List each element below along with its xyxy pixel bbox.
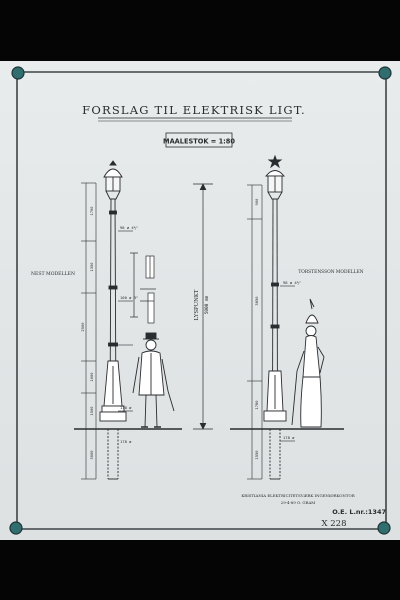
corner-tack-top-right <box>378 66 392 80</box>
center-height-label: LYSPUNKT <box>194 289 200 320</box>
dim-left-3: 2500 <box>80 322 85 332</box>
corner-tacks <box>9 66 392 535</box>
dim-left-1: 1700 <box>89 206 94 216</box>
corner-tack-bottom-left <box>9 521 23 535</box>
figure-lady-right <box>291 298 325 428</box>
drawing-title: FORSLAG TIL ELEKTRISK LIGT. <box>82 103 306 117</box>
technical-drawing: FORSLAG TIL ELEKTRISK LIGT. MAALESTOK = … <box>9 66 392 535</box>
office-line-2: 29-4-89 O. GRAM <box>281 500 316 505</box>
dim-left-2: 1350 <box>89 262 94 272</box>
center-height-dimension <box>193 183 213 430</box>
detail-section <box>130 252 156 324</box>
spec-right-2: 178 ø <box>283 435 295 440</box>
spec-left-2: 100 ø 3" <box>120 295 138 300</box>
dimensions-left <box>81 182 133 480</box>
spec-left-1: 98 ø 4½" <box>120 225 138 230</box>
dim-left-6: 3000 <box>89 450 94 460</box>
scale-box <box>165 132 233 148</box>
dim-right-4: 1550 <box>254 450 259 460</box>
office-line-1: KRISTIANIA ELEKTRICITETSVÆRK INGENIØRKON… <box>241 493 355 498</box>
spec-right-1: 98 ø 4½" <box>283 280 301 285</box>
left-model-label: NEST MODELLEN <box>31 271 75 277</box>
drawing-sheet: FORSLAG TIL ELEKTRISK LIGT. MAALESTOK = … <box>0 61 400 540</box>
dim-left-5: 1500 <box>89 406 94 416</box>
corner-tack-bottom-right <box>377 521 391 535</box>
archive-number: O.E. L.nr.:1347 <box>332 508 386 516</box>
figure-gentleman-left <box>132 332 175 428</box>
corner-tack-top-left <box>11 66 25 80</box>
spec-left-4: 178 ø <box>120 439 132 444</box>
dim-left-4: 1000 <box>89 372 94 382</box>
center-height-value: 5000 mm <box>204 295 210 314</box>
scale-label: MAALESTOK = 1:80 <box>163 138 235 146</box>
dimensions-right <box>247 184 295 480</box>
catalog-number: X 228 <box>322 519 347 529</box>
dim-right-2: 3850 <box>254 296 259 306</box>
lamp-post-left <box>99 160 127 480</box>
lamp-post-right <box>263 154 287 480</box>
dim-right-3: 1780 <box>254 400 259 410</box>
spec-left-3: 110 ø <box>120 405 132 410</box>
dim-right-1: 900 <box>254 198 259 206</box>
border-frame <box>16 71 387 530</box>
right-model-label: TORSTENSSON MODELLEN <box>298 270 363 275</box>
